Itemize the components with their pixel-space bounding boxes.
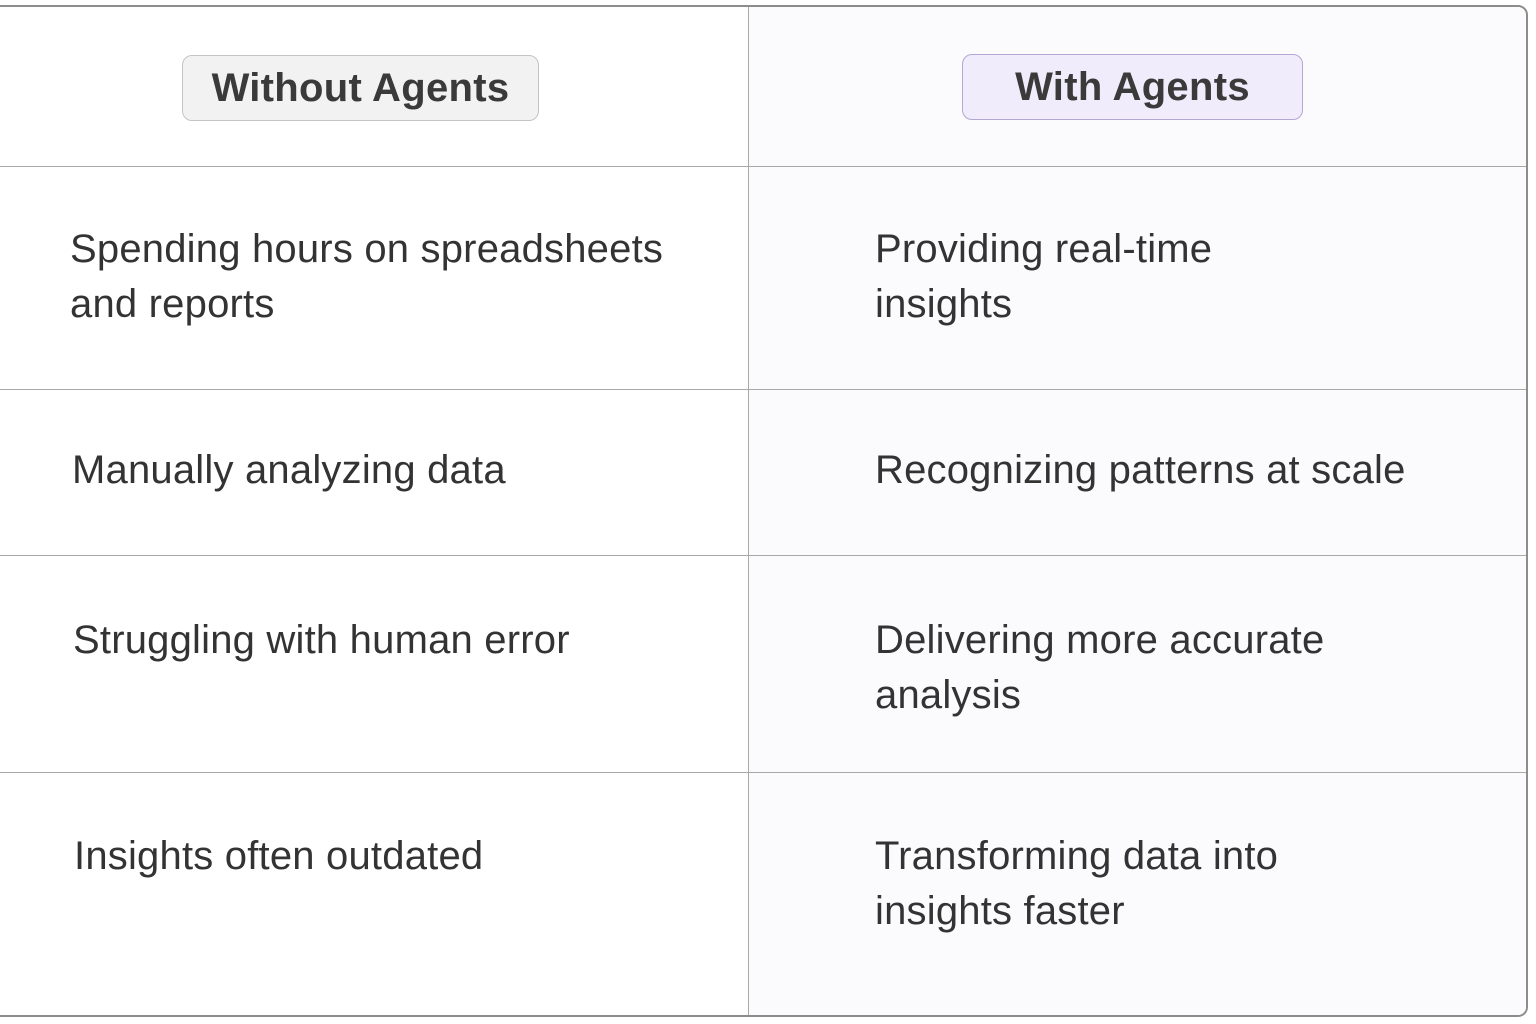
- header-cell-without: Without Agents: [0, 7, 749, 166]
- header-row: Without Agents With Agents: [0, 7, 1526, 167]
- without-text: Struggling with human error: [73, 618, 570, 662]
- with-text: Recognizing patterns at scale: [875, 448, 1406, 492]
- without-text: Insights often outdated: [74, 834, 484, 878]
- table-row: Spending hours on spreadsheets and repor…: [0, 167, 1526, 390]
- without-text: Spending hours on spreadsheets and repor…: [70, 227, 664, 326]
- table-row: Manually analyzing data Recognizing patt…: [0, 390, 1526, 556]
- with-agents-header-badge: With Agents: [962, 54, 1303, 120]
- cell-with: Transforming data into insights faster: [749, 773, 1526, 1015]
- with-text: Delivering more accurate analysis: [875, 618, 1325, 717]
- comparison-table: Without Agents With Agents Spending hour…: [0, 5, 1528, 1017]
- cell-without: Insights often outdated: [0, 773, 749, 1015]
- table-row: Insights often outdated Transforming dat…: [0, 773, 1526, 1015]
- without-agents-header-badge: Without Agents: [182, 55, 539, 121]
- cell-without: Manually analyzing data: [0, 390, 749, 555]
- with-agents-header-label: With Agents: [1015, 64, 1250, 109]
- without-agents-header-label: Without Agents: [211, 65, 510, 110]
- table-row: Struggling with human error Delivering m…: [0, 556, 1526, 773]
- cell-without: Struggling with human error: [0, 556, 749, 772]
- with-agents-column-background: [749, 7, 1526, 1015]
- cell-with: Recognizing patterns at scale: [749, 390, 1526, 555]
- cell-with: Providing real-time insights: [749, 167, 1526, 389]
- with-text: Transforming data into insights faster: [875, 834, 1279, 933]
- cell-without: Spending hours on spreadsheets and repor…: [0, 167, 749, 389]
- column-divider: [748, 7, 749, 1015]
- cell-with: Delivering more accurate analysis: [749, 556, 1526, 772]
- header-cell-with: With Agents: [749, 7, 1526, 166]
- with-text: Providing real-time insights: [875, 227, 1213, 326]
- without-text: Manually analyzing data: [72, 448, 506, 492]
